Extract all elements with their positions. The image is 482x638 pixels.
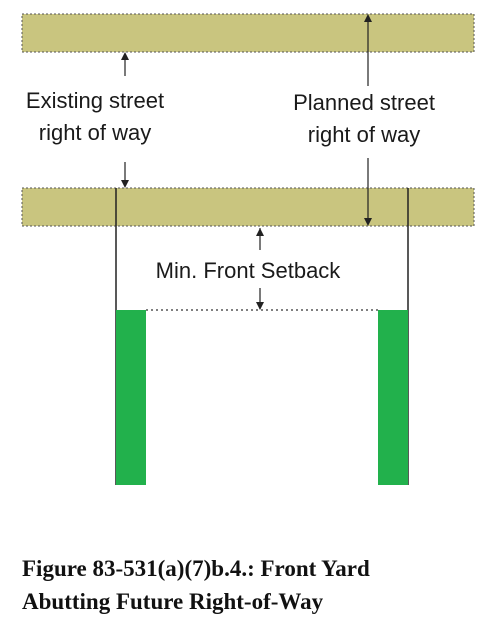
existing-row-arrowhead-down xyxy=(121,180,129,188)
setback-label: Min. Front Setback xyxy=(156,258,342,283)
caption-line2: Abutting Future Right-of-Way xyxy=(22,589,324,614)
setback-diagram: Existing street right of way Planned str… xyxy=(21,13,475,485)
setback-arrowhead-up xyxy=(256,228,264,236)
building-right-wall xyxy=(378,310,408,485)
figure-caption: Figure 83-531(a)(7)b.4.: Front Yard Abut… xyxy=(22,552,472,618)
planned-row-label-line2: right of way xyxy=(308,122,421,147)
future-right-of-way-band xyxy=(21,187,475,227)
existing-street-band xyxy=(21,13,475,53)
planned-row-arrowhead-up xyxy=(364,14,372,22)
existing-row-label-line2: right of way xyxy=(39,120,152,145)
caption-line1: Figure 83-531(a)(7)b.4.: Front Yard xyxy=(22,556,370,581)
existing-row-label-line1: Existing street xyxy=(26,88,164,113)
planned-row-arrowhead-down xyxy=(364,218,372,226)
building-left-wall xyxy=(116,310,146,485)
setback-arrowhead-down xyxy=(256,302,264,310)
existing-row-arrowhead-up xyxy=(121,52,129,60)
planned-row-label-line1: Planned street xyxy=(293,90,435,115)
